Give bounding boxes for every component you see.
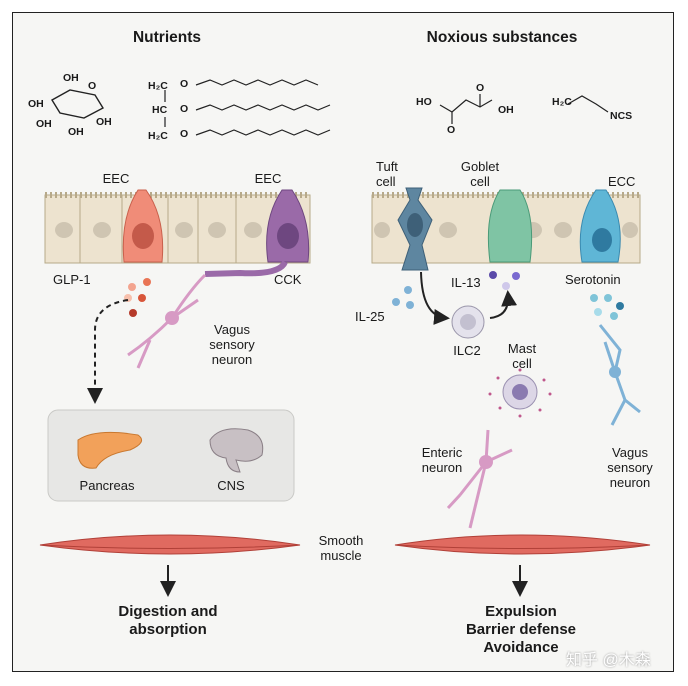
triglyceride-structure — [164, 79, 331, 136]
chem-ch2-bottom: H₂C — [148, 130, 168, 142]
il13-particles — [489, 271, 520, 290]
chem-oh-5: OH — [96, 116, 112, 128]
label-tuft-cell: Tuft cell — [376, 159, 398, 189]
label-il25: IL-25 — [355, 309, 385, 324]
label-mast-cell: Mast cell — [507, 341, 537, 371]
glp1-granules — [124, 278, 151, 317]
isothiocyanate-structure — [567, 95, 609, 113]
epithelium-left — [44, 192, 311, 264]
cck-neuron-fiber — [204, 260, 288, 277]
arrow-ilc2-to-goblet — [489, 290, 518, 319]
label-serotonin: Serotonin — [565, 272, 621, 287]
glucose-structure — [51, 89, 104, 119]
chem-oh-3: OH — [36, 118, 52, 130]
chem-o-ring: O — [88, 80, 97, 92]
label-enteric-neuron: Enteric neuron — [421, 445, 463, 475]
brain-icon — [209, 428, 264, 473]
chem-ho: HO — [416, 96, 432, 108]
label-il13: IL-13 — [451, 275, 481, 290]
label-cck: CCK — [274, 272, 302, 287]
chem-ch2-top: H₂C — [148, 80, 168, 92]
label-smooth-muscle: Smooth muscle — [318, 533, 364, 563]
chem-oh-2: OH — [28, 98, 44, 110]
mast-cell — [488, 368, 552, 418]
label-pancreas: Pancreas — [79, 478, 135, 493]
smooth-muscle-right — [394, 534, 651, 555]
succinic-acid-structure — [439, 94, 493, 124]
chem-oh-acid: OH — [498, 104, 514, 116]
vagus-neuron-left — [127, 273, 207, 369]
label-vagus-left: Vagus sensory neuron — [209, 322, 255, 367]
label-ecc: ECC — [608, 174, 636, 189]
title-nutrients: Nutrients — [132, 29, 202, 46]
figure-frame — [12, 12, 674, 672]
label-vagus-right: Vagus sensory neuron — [607, 445, 653, 490]
chem-o-1: O — [180, 78, 189, 90]
chem-oh-1: OH — [63, 72, 79, 84]
chem-o-acid-2: O — [476, 82, 485, 94]
label-glp1: GLP-1 — [53, 272, 91, 287]
pancreas-icon — [77, 431, 143, 469]
chem-ncs: NCS — [610, 110, 633, 122]
label-cns: CNS — [217, 478, 245, 493]
dashed-arrow-to-targets — [87, 299, 129, 404]
label-goblet-cell: Goblet cell — [460, 159, 500, 189]
smooth-muscle-left — [39, 534, 301, 555]
title-noxious: Noxious substances — [426, 29, 578, 46]
chem-o-2: O — [180, 103, 189, 115]
serotonin-particles — [590, 294, 624, 320]
chem-h2c: H₂C — [552, 96, 572, 108]
watermark: 知乎 @木森 — [566, 652, 651, 669]
chem-o-acid-1: O — [447, 124, 456, 136]
label-eec-1: EEC — [102, 171, 130, 186]
il25-particles — [392, 286, 414, 309]
goblet-cell — [487, 189, 533, 263]
chem-oh-4: OH — [68, 126, 84, 138]
chem-o-3: O — [180, 128, 189, 140]
chem-hc: HC — [152, 104, 168, 116]
arrow-tuft-to-ilc2 — [420, 271, 450, 325]
label-eec-2: EEC — [254, 171, 282, 186]
label-ilc2: ILC2 — [453, 343, 481, 358]
outcome-right: Expulsion Barrier defense Avoidance — [465, 603, 577, 656]
outcome-left: Digestion and absorption — [118, 603, 218, 638]
